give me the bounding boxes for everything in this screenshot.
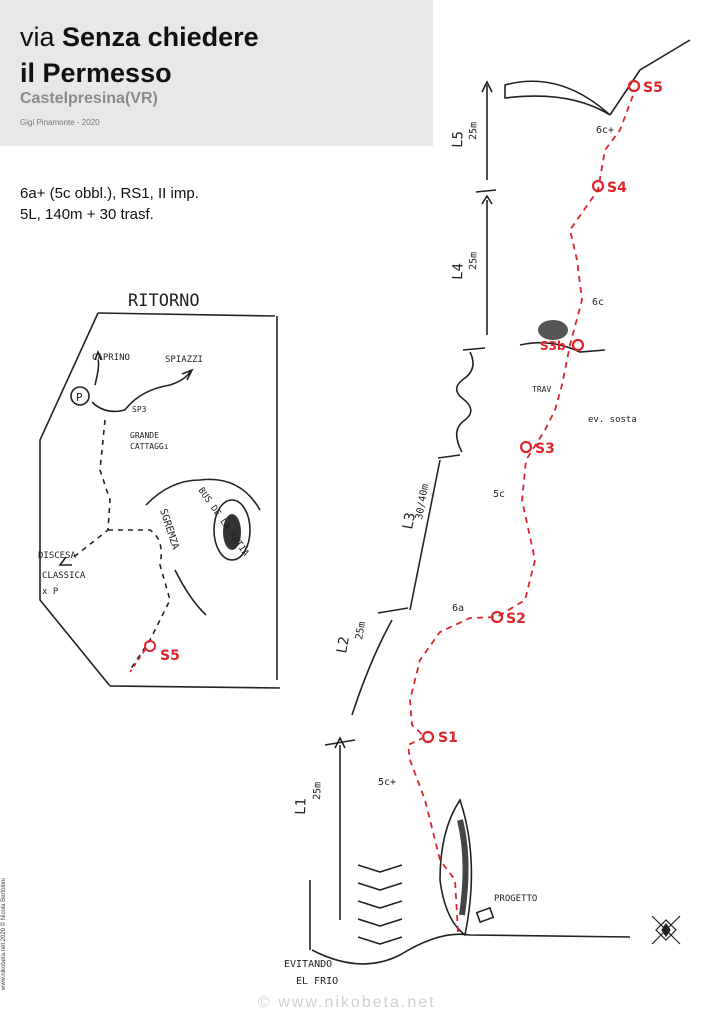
classica-label: CLASSICA	[42, 571, 86, 581]
route-title-line-1: via Senza chiedere	[20, 22, 259, 53]
s5-label: S5	[643, 80, 663, 96]
l5-label: L5	[450, 131, 467, 148]
belay-s5-ring	[627, 79, 641, 93]
pitch-cap-l2	[377, 607, 409, 614]
belay-s2-ring	[490, 610, 504, 624]
trav-label: TRAV	[532, 385, 551, 394]
grade-6cplus: 6c+	[596, 125, 614, 136]
grande-label: GRANDE	[130, 431, 159, 440]
cave-outline	[213, 499, 251, 561]
parking-label: P	[76, 391, 83, 404]
l4-length: 25m	[468, 252, 480, 270]
route-grade: 6a+ (5c obbl.), RS1, II imp.	[20, 185, 199, 202]
descent-arrow	[58, 556, 72, 566]
spiazzi-label: SPIAZZI	[165, 355, 203, 365]
s1-label: S1	[438, 730, 458, 746]
map-left-border	[39, 312, 111, 687]
map-s5-ring	[144, 640, 156, 652]
return-title: RITORNO	[128, 291, 200, 311]
discesa-label: DISCESA	[38, 551, 77, 561]
cattaggi-label: CATTAGGı	[130, 442, 169, 451]
top-ridge	[609, 39, 691, 116]
route-line	[407, 89, 636, 933]
pitch-line-l3	[409, 459, 441, 611]
map-bottom-border	[109, 685, 281, 689]
route-topo	[309, 39, 691, 965]
belay-labels: S1 S2 S3 S3b S4 S5	[438, 80, 663, 746]
grade-5cplus: 5c+	[378, 777, 396, 788]
belay-s3-ring	[519, 440, 533, 454]
s3b-label: S3b	[540, 339, 566, 353]
compass-icon	[651, 915, 681, 945]
route-name: Senza chiedere	[62, 22, 259, 52]
belay-s3b-ring	[571, 338, 585, 352]
arrow-caprino	[94, 349, 102, 361]
top-roof	[504, 80, 611, 116]
el-frio-label: EL FRIO	[296, 976, 338, 987]
title-panel: via Senza chiedere il Permesso Castelpre…	[0, 0, 433, 146]
parking-circle	[70, 386, 90, 406]
terrace-rock	[538, 320, 568, 340]
pitch-cap-wave	[462, 347, 486, 351]
sp-label: SP3	[132, 405, 147, 414]
cave-fill	[223, 514, 241, 550]
l3-label: L3	[400, 511, 419, 530]
progetto-box	[475, 906, 495, 924]
pitch-labels: L1 25m L2 25m L3 30/40m L4 25m L5 25m	[293, 122, 480, 815]
belay-s1-ring	[421, 730, 435, 744]
route-location: Castelpresina(VR)	[20, 90, 158, 107]
pitch-cap-l3	[437, 454, 461, 459]
belays	[421, 79, 641, 744]
map-s5-line	[129, 649, 146, 673]
arrow-spiazzi	[181, 368, 194, 381]
road-spiazzi	[124, 371, 191, 411]
pitch-wave	[455, 351, 474, 453]
road-caprino	[94, 359, 100, 386]
pillar-hatch	[457, 819, 469, 916]
ravine-top	[145, 478, 261, 511]
belay-s4-ring	[591, 179, 605, 193]
ev-sosta-label: ev. sosta	[588, 415, 637, 425]
l2-label: L2	[334, 635, 353, 654]
grade-labels: 5c+ 6a 5c 6c 6c+ TRAV ev. sosta PROGETTO…	[284, 125, 637, 987]
evitando-label: EVITANDO	[284, 959, 332, 970]
approach-path	[108, 529, 171, 671]
s2-label: S2	[506, 611, 526, 627]
terrace-line	[519, 341, 606, 353]
grade-6a: 6a	[452, 603, 464, 614]
route-length: 5L, 140m + 30 trasf.	[20, 206, 154, 223]
l5-length: 25m	[468, 122, 480, 140]
return-map: RITORNO P CAPRINO SPIAZZI SP3 GRANDE CAT…	[38, 291, 281, 689]
pitch-cap-l1	[324, 736, 356, 749]
progetto-label: PROGETTO	[494, 894, 537, 904]
pitch-cap-l4	[475, 189, 497, 205]
pitch-line-l2	[351, 619, 393, 716]
descent-path	[69, 419, 111, 561]
route-title-line-2: il Permesso	[20, 58, 172, 88]
s4-label: S4	[607, 180, 627, 196]
map-s5-label: S5	[160, 648, 180, 664]
l2-length: 25m	[354, 621, 368, 641]
route-author: Gigi Pinamonte - 2020	[20, 118, 100, 127]
copyright-note: www.nikobeta.net 2020 © Nicola Bertoloni	[1, 878, 7, 990]
map-top-border	[97, 312, 276, 317]
chevrons	[357, 864, 403, 945]
grade-5c: 5c	[493, 489, 505, 500]
l1-length: 25m	[312, 782, 324, 800]
pitch-cap-l5	[481, 80, 493, 93]
bus-label: BUS DE LA MATIA	[196, 486, 251, 559]
title-prefix: via	[20, 22, 55, 52]
l1-label: L1	[293, 798, 310, 815]
road-link	[91, 401, 126, 413]
s3-label: S3	[535, 441, 555, 457]
caprino-label: CAPRINO	[92, 353, 130, 363]
ground-line	[311, 933, 631, 965]
watermark: © www.nikobeta.net	[258, 994, 436, 1011]
pillar	[439, 798, 473, 937]
l4-label: L4	[450, 263, 467, 280]
ravine-edge	[174, 569, 207, 616]
grade-6c: 6c	[592, 297, 604, 308]
xp-label: x P	[42, 587, 59, 597]
